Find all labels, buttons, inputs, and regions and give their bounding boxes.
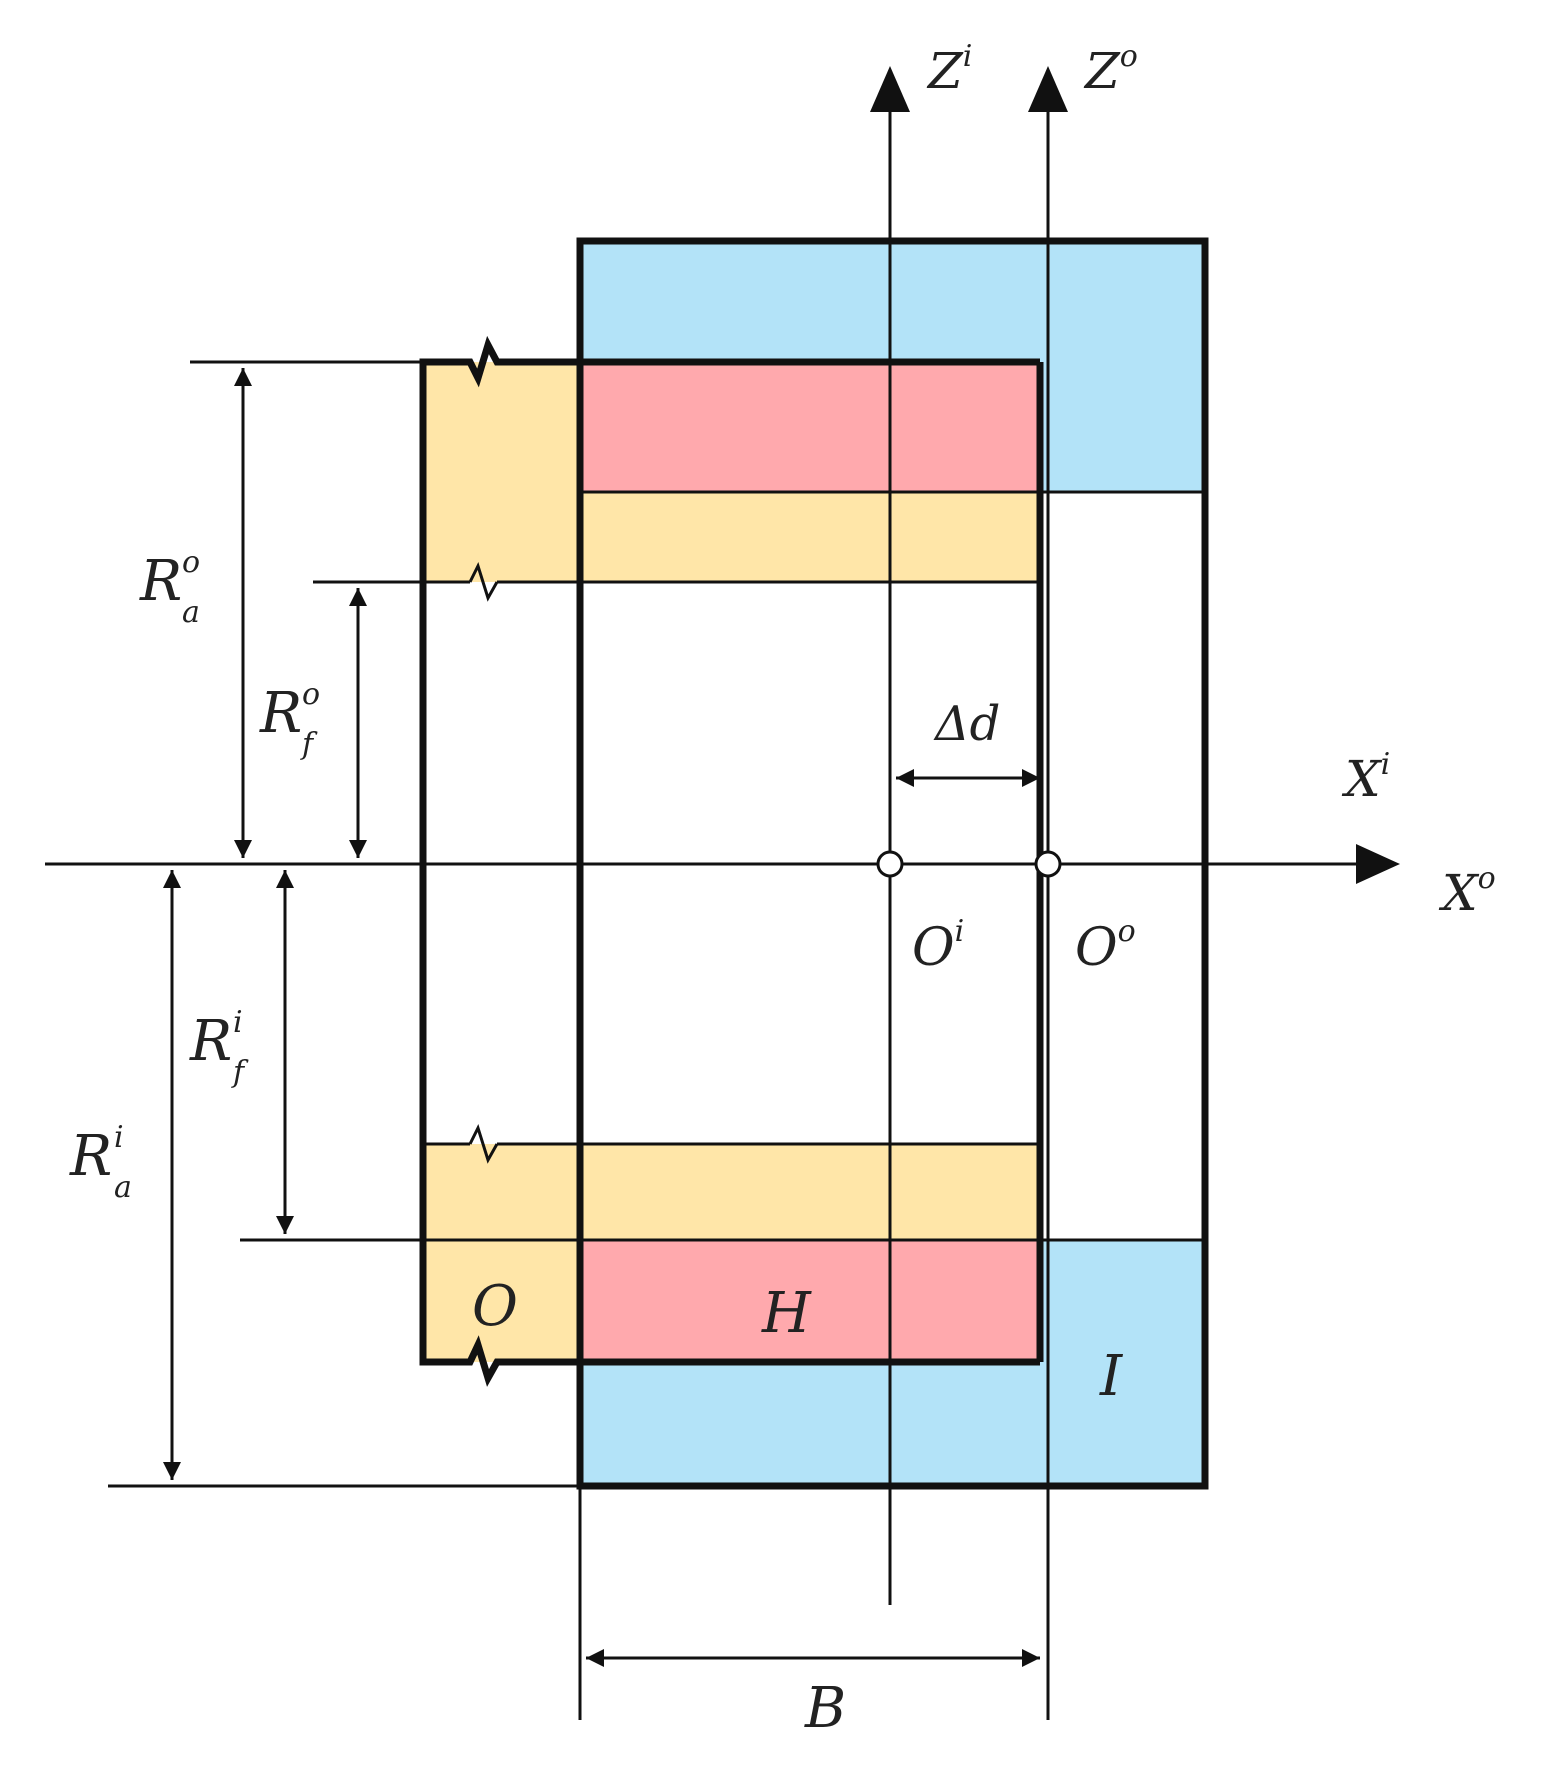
hub-top-region — [580, 362, 1040, 492]
offset-label: Δd — [933, 696, 1000, 752]
part-o-label: O — [472, 1274, 518, 1339]
thin-lines — [423, 490, 1205, 1242]
rf-inner-label-sub: f — [231, 1055, 249, 1090]
hub-bottom-region — [580, 1240, 1040, 1362]
part-i-label: I — [1099, 1344, 1124, 1409]
x-axis-arrowhead — [1356, 844, 1400, 884]
x-inner-label: Xi — [1341, 747, 1390, 808]
labels: Zi Zo Xi Xo Oi Oo Δd B R o a R o f R i f… — [69, 39, 1496, 1741]
z-inner-label: Zi — [926, 39, 972, 100]
rf-inner-label-base: R — [189, 1009, 232, 1074]
axes — [45, 66, 1400, 1720]
z-axis-outer-arrowhead — [1028, 66, 1068, 112]
x-outer-label: Xo — [1438, 861, 1496, 922]
ra-inner-label-sub: a — [114, 1170, 132, 1205]
z-axis-inner-arrowhead — [870, 66, 910, 112]
rf-outer-label-base: R — [259, 681, 302, 746]
part-h-label: H — [761, 1281, 812, 1346]
origin-inner-marker — [876, 850, 904, 878]
part-o-top-band — [580, 492, 1040, 582]
part-o-top-region — [423, 362, 582, 582]
dimensions — [108, 360, 1040, 1720]
z-outer-label: Zo — [1083, 39, 1138, 100]
origin-inner-label: Oi — [912, 914, 964, 978]
width-label: B — [804, 1676, 846, 1741]
ra-inner-label-base: R — [69, 1124, 112, 1189]
part-o-bottom-region — [423, 1144, 582, 1362]
rf-inner-label-sup: i — [233, 1005, 243, 1040]
ra-inner-label-sup: i — [114, 1120, 124, 1155]
origin-outer-marker — [1034, 850, 1062, 878]
part-o-bottom-band — [580, 1144, 1040, 1240]
origin-outer-label: Oo — [1075, 914, 1136, 978]
ra-outer-label-sup: o — [182, 545, 200, 580]
ra-outer-label-sub: a — [182, 595, 200, 630]
rf-outer-label-sub: f — [300, 727, 318, 762]
ra-outer-label-base: R — [139, 549, 182, 614]
rf-outer-label-sup: o — [302, 677, 320, 712]
